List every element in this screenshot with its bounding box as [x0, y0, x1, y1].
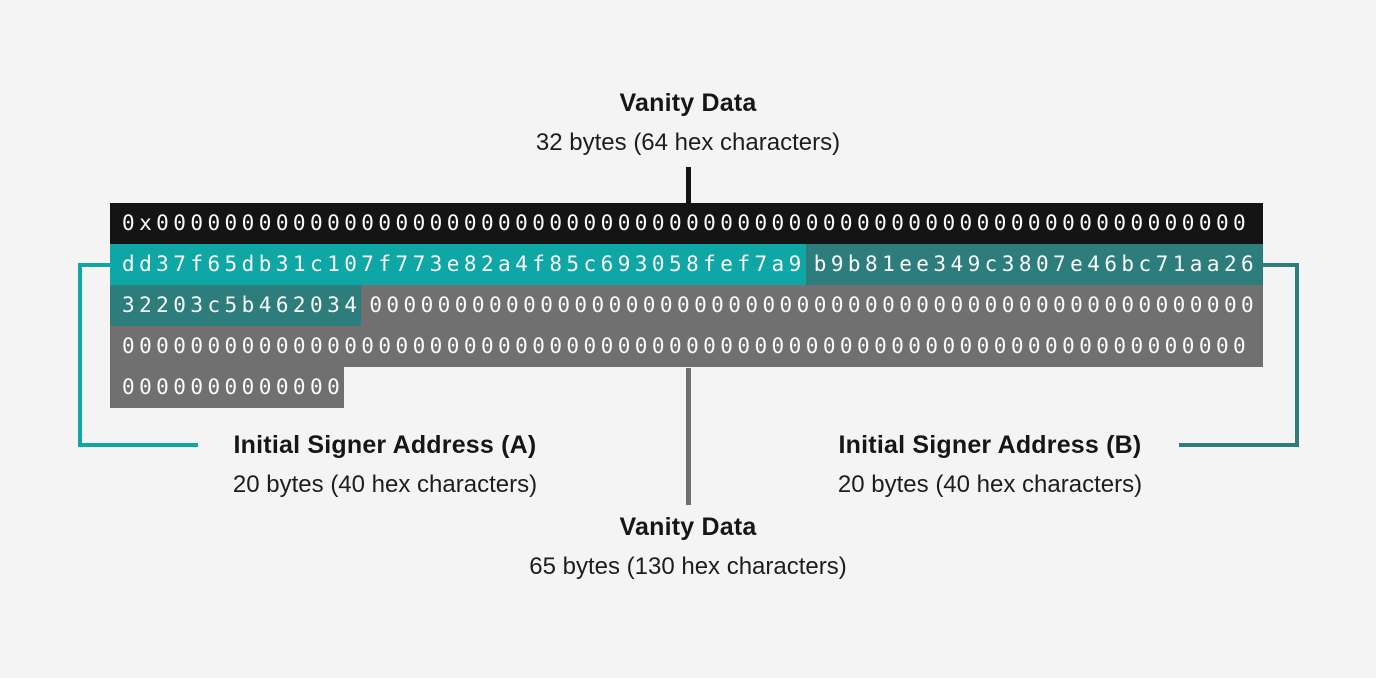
top-vanity-data-title: Vanity Data: [619, 89, 757, 117]
signer-a-title: Initial Signer Address (A): [233, 431, 537, 459]
top-connector-line: [686, 167, 691, 203]
signer-a-bracket-vertical: [78, 263, 82, 447]
bottom-vanity-data-label: Vanity Data 65 bytes (130 hex characters…: [388, 512, 988, 582]
top-vanity-data-subtitle: 32 bytes (64 hex characters): [535, 129, 841, 156]
hex-segment: 0000000000000000000000000000000000000000…: [110, 326, 1263, 367]
hex-segment: 0000000000000: [110, 367, 345, 408]
hex-bars: 0x00000000000000000000000000000000000000…: [110, 203, 1263, 408]
signer-a-bracket-bottom: [78, 443, 198, 447]
bottom-connector-line: [686, 368, 691, 505]
signer-a-bracket-top: [78, 263, 110, 267]
signer-a-label: Initial Signer Address (A) 20 bytes (40 …: [135, 430, 635, 500]
hex-segment: dd37f65db31c107f773e82a4f85c693058fef7a9: [110, 244, 806, 285]
signer-b-subtitle: 20 bytes (40 hex characters): [837, 471, 1143, 498]
signer-b-bracket-top: [1263, 263, 1299, 267]
bottom-vanity-data-title: Vanity Data: [619, 513, 757, 541]
hex-segment: 0x00000000000000000000000000000000000000…: [110, 203, 1263, 244]
signer-b-label: Initial Signer Address (B) 20 bytes (40 …: [740, 430, 1240, 500]
hex-row-signer-a: dd37f65db31c107f773e82a4f85c693058fef7a9…: [110, 244, 1263, 285]
hex-row-zero-padding-tail: 0000000000000: [110, 367, 1263, 408]
hex-segment: b9b81ee349c3807e46bc71aa26: [805, 244, 1263, 285]
hex-segment: 0000000000000000000000000000000000000000…: [361, 285, 1263, 326]
signer-b-bracket-bottom: [1179, 443, 1299, 447]
hex-segment: 32203c5b462034: [110, 285, 362, 326]
hex-row-prefix: 0x00000000000000000000000000000000000000…: [110, 203, 1263, 244]
signer-b-title: Initial Signer Address (B): [838, 431, 1142, 459]
bottom-vanity-data-subtitle: 65 bytes (130 hex characters): [529, 553, 847, 580]
top-vanity-data-label: Vanity Data 32 bytes (64 hex characters): [388, 88, 988, 158]
hex-row-zero-padding: 0000000000000000000000000000000000000000…: [110, 326, 1263, 367]
signer-b-bracket-vertical: [1295, 263, 1299, 447]
signer-a-subtitle: 20 bytes (40 hex characters): [232, 471, 538, 498]
